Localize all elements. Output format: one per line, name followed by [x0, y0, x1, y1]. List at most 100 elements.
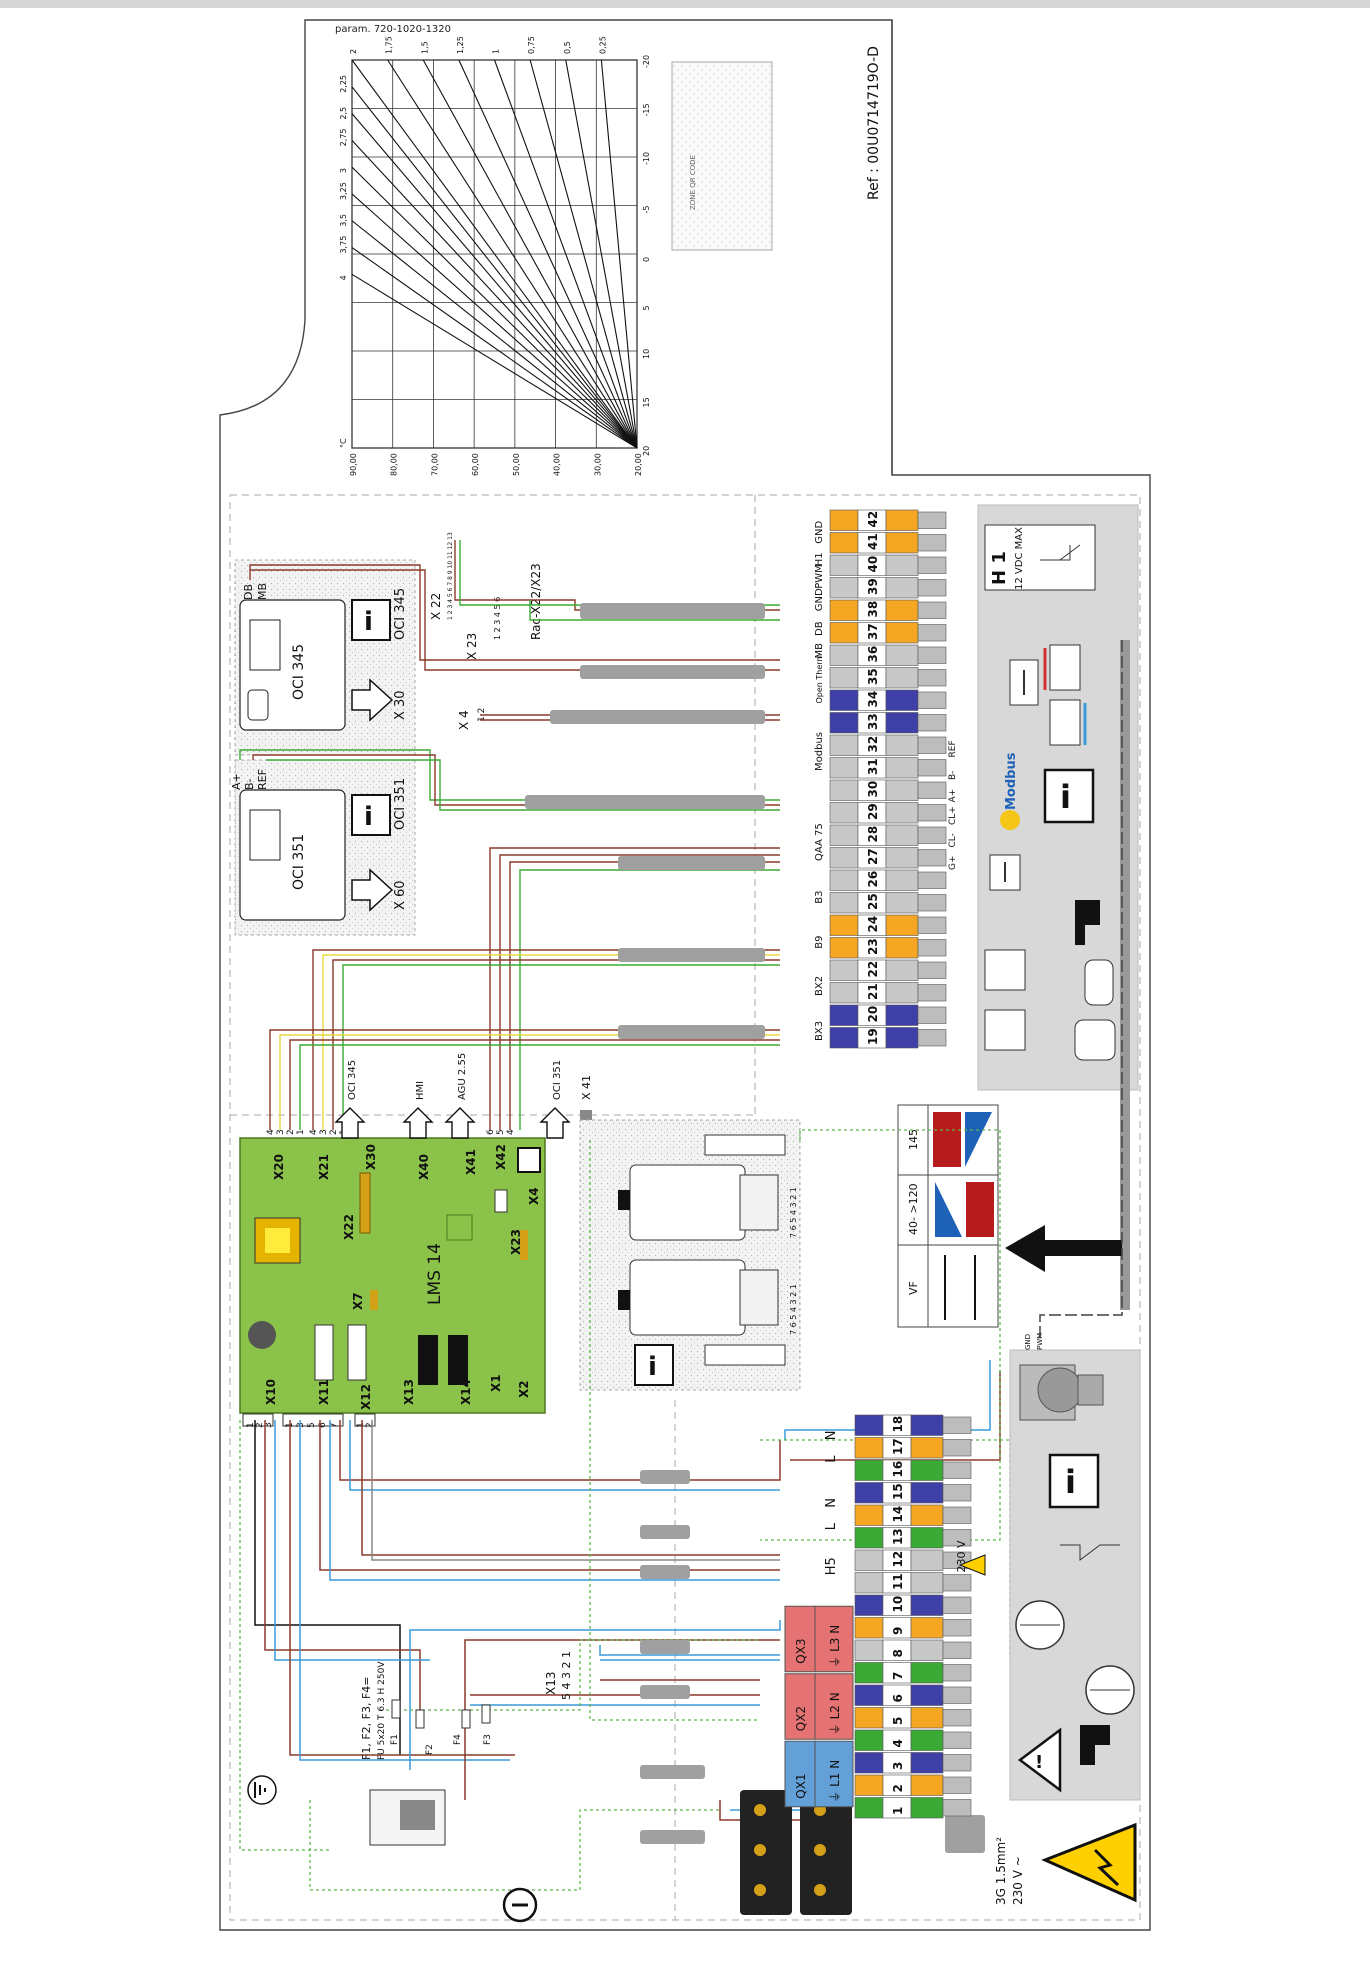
terminal-number: 36: [866, 646, 880, 663]
terminal-pin: [829, 982, 859, 1004]
svg-text:7 6 5 4 3 2 1: 7 6 5 4 3 2 1: [789, 1284, 798, 1335]
qx-pins: ⏚ L2 N: [828, 1692, 842, 1735]
terminal-number: 25: [866, 893, 880, 910]
oci345-label-b: OCI 345: [393, 588, 408, 640]
terminal-pin: [854, 1527, 884, 1549]
terminal-pin: [829, 757, 859, 779]
terminal-pin: [854, 1707, 884, 1729]
terminal-screw: [885, 982, 919, 1004]
qr-label: ZONE QR CODE: [689, 155, 697, 210]
info-icon: i: [1043, 768, 1095, 824]
terminal-pin: [829, 779, 859, 801]
vf-table: 145 40- >120 VF: [897, 1104, 999, 1328]
terminal-number: 18: [891, 1416, 905, 1433]
tap-icon: [1080, 1725, 1110, 1765]
slope-label: 2: [349, 49, 358, 54]
terminal-clamp: [942, 1574, 972, 1592]
terminal-label: BX2: [814, 976, 825, 996]
terminal-label: H5: [824, 1557, 839, 1575]
slope-label: 3,25: [339, 182, 348, 200]
outdoor-tick: 5: [642, 305, 651, 310]
terminal-number: 11: [891, 1573, 905, 1590]
terminal-number: 23: [866, 938, 880, 955]
qx-label: QX2: [794, 1706, 808, 1731]
terminal-number: 42: [866, 511, 880, 528]
h1-subtitle: 12 VDC MAX: [1014, 527, 1025, 590]
terminal-screw: [885, 892, 919, 914]
terminal-clamp: [942, 1619, 972, 1637]
terminal-clamp: [917, 579, 947, 597]
terminal-clamp: [942, 1664, 972, 1682]
terminal-number: 35: [866, 668, 880, 685]
slope-label: 0,75: [527, 36, 536, 54]
board-connector-label: X30: [364, 1144, 378, 1170]
fuse-f4-label: F4: [453, 1734, 463, 1745]
terminal-screw: [885, 802, 919, 824]
arrow-left-icon: [1005, 1225, 1122, 1272]
terminal-screw: [910, 1684, 944, 1706]
slope-label: 3,5: [339, 214, 348, 227]
terminal-pin: [854, 1437, 884, 1459]
board-connector-label: X14: [459, 1379, 473, 1405]
terminal-screw: [885, 757, 919, 779]
slope-label: 2,75: [339, 129, 348, 147]
board-connector-label: X21: [317, 1154, 331, 1180]
slope-label: 1,75: [385, 36, 394, 54]
board-pin-number: 7: [329, 1422, 339, 1428]
flow-tick: 90,00: [349, 453, 358, 476]
terminal-number: 6: [891, 1694, 905, 1702]
port-oci345-arrow-icon: [334, 1107, 366, 1139]
heating-curve: [351, 273, 638, 449]
terminal-clamp: [942, 1529, 972, 1547]
terminal-pin: [854, 1594, 884, 1616]
terminal-number: 41: [866, 533, 880, 550]
slope-label: 0,5: [563, 41, 572, 54]
terminal-screw: [910, 1594, 944, 1616]
terminal-clamp: [942, 1506, 972, 1524]
qr-code-zone: [671, 61, 773, 251]
outdoor-tick: 10: [642, 349, 651, 359]
terminal-screw: [885, 644, 919, 666]
x12-socket: [354, 1413, 376, 1427]
outdoor-tick: -10: [642, 152, 651, 165]
terminal-clamp: [942, 1709, 972, 1727]
terminal-screw: [885, 734, 919, 756]
pump-icon: [1015, 1600, 1065, 1650]
heating-curve: [351, 139, 638, 449]
board-pin-number: 3: [276, 1129, 286, 1135]
board-connector-label: X23: [509, 1229, 523, 1255]
flow-tick: 70,00: [430, 453, 439, 476]
terminal-number: 17: [891, 1438, 905, 1455]
board-connector-label: X11: [317, 1379, 331, 1405]
terminal-label: L: [824, 1522, 839, 1530]
qx-pins: ⏚ L3 N: [828, 1625, 842, 1668]
terminal-pin: [854, 1572, 884, 1594]
terminal-clamp: [917, 916, 947, 934]
terminal-clamp: [917, 624, 947, 642]
terminal-screw: [910, 1662, 944, 1684]
arrow-right-icon: [351, 868, 394, 912]
terminal-label: PWM: [814, 564, 825, 589]
fuse-f3-label: F3: [483, 1734, 493, 1745]
board-connector-label: X42: [494, 1144, 508, 1170]
terminal-clamp: [942, 1596, 972, 1614]
terminal-number: 30: [866, 781, 880, 798]
tank-sensor-icon: [984, 949, 1114, 1006]
terminal-pin: [829, 644, 859, 666]
terminal-number: 31: [866, 758, 880, 775]
power-switch-icon[interactable]: [502, 1887, 538, 1923]
fuse-f2-label: F2: [425, 1744, 435, 1755]
outdoor-tick: 0: [642, 257, 651, 262]
flow-tick: 60,00: [471, 453, 480, 476]
terminal-clamp: [917, 646, 947, 664]
relay-module: 7 6 5 4 3 2 1 7 6 5 4 3 2 1: [579, 1119, 801, 1391]
terminal-number: 34: [866, 691, 880, 708]
oci351-label-b: OCI 351: [393, 778, 408, 830]
terminal-pin: [829, 802, 859, 824]
terminal-screw: [885, 847, 919, 869]
terminal-pin: [854, 1617, 884, 1639]
terminal-label: B9: [814, 936, 825, 949]
board-pin-number: 6: [486, 1129, 496, 1135]
slope-label: 1,25: [456, 36, 465, 54]
